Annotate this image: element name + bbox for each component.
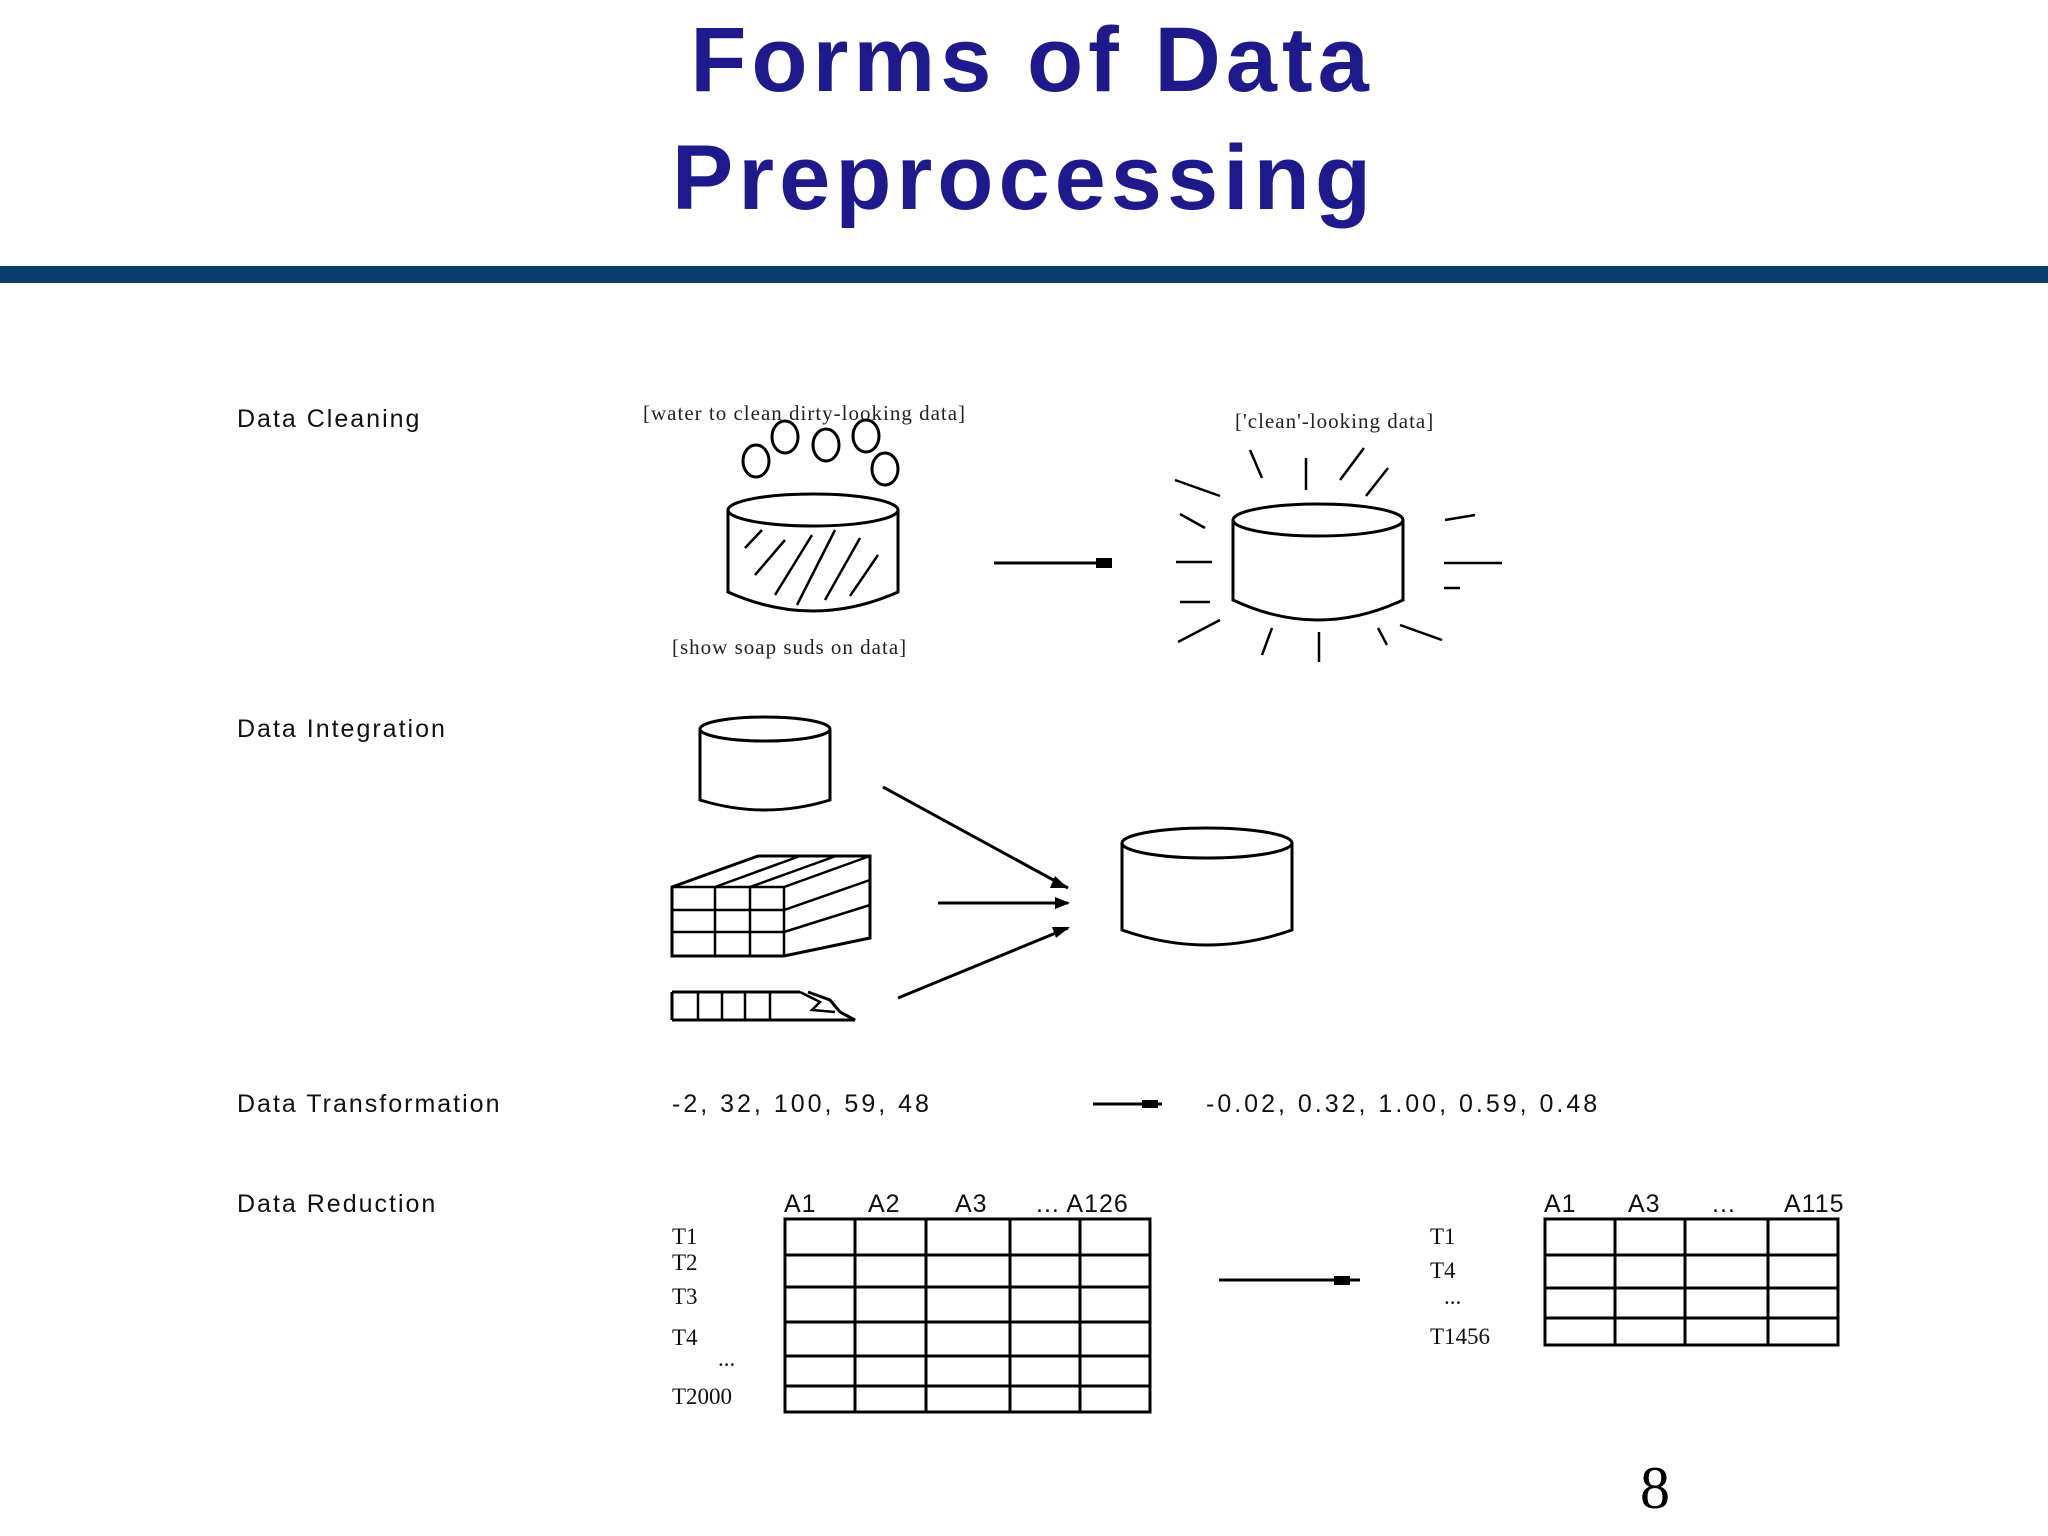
label-data-cleaning: Data Cleaning bbox=[237, 405, 422, 433]
right-table-col-a115: A115 bbox=[1784, 1190, 1845, 1218]
left-table-grid bbox=[783, 1217, 1152, 1414]
label-data-transformation: Data Transformation bbox=[237, 1090, 502, 1118]
right-table-row-label: T1 bbox=[1430, 1224, 1456, 1249]
left-table-row-label: T4 bbox=[672, 1325, 698, 1350]
integration-arrows-icon bbox=[882, 785, 1070, 1000]
caption-soap-suds: [show soap suds on data] bbox=[672, 635, 908, 659]
right-table-grid bbox=[1543, 1217, 1840, 1347]
left-table-row-label: T2000 bbox=[672, 1384, 733, 1409]
left-table-col-a2: A2 bbox=[868, 1190, 901, 1218]
target-database-icon bbox=[1120, 826, 1294, 947]
arrow-right-icon bbox=[994, 558, 1112, 568]
left-table-col-a1: A1 bbox=[784, 1190, 817, 1218]
left-table-col-a3: A3 bbox=[955, 1190, 988, 1218]
left-table-row-label: T3 bbox=[672, 1284, 698, 1309]
source-database-icon bbox=[698, 715, 832, 812]
right-table-col-a1: A1 bbox=[1544, 1190, 1577, 1218]
reduction-arrow-icon bbox=[1219, 1276, 1360, 1285]
right-table-col-dots: ... bbox=[1712, 1190, 1736, 1218]
page-number: 8 bbox=[1640, 1455, 1670, 1521]
title-divider bbox=[0, 266, 2048, 283]
transformation-input-values: -2, 32, 100, 59, 48 bbox=[672, 1090, 932, 1118]
source-data-cube-icon bbox=[670, 854, 872, 958]
right-table-row-label: T4 bbox=[1430, 1258, 1456, 1283]
left-table-col-a126: ... A126 bbox=[1036, 1190, 1129, 1218]
right-table-col-a3: A3 bbox=[1628, 1190, 1661, 1218]
clean-data-cylinder-icon bbox=[1174, 447, 1502, 662]
left-table-row-label: T2 bbox=[672, 1250, 698, 1275]
caption-water-to-clean: [water to clean dirty-looking data] bbox=[643, 401, 967, 425]
label-data-integration: Data Integration bbox=[237, 715, 447, 743]
transformation-output-values: -0.02, 0.32, 1.00, 0.59, 0.48 bbox=[1206, 1090, 1601, 1118]
left-table-row-label: ... bbox=[718, 1346, 736, 1371]
label-data-reduction: Data Reduction bbox=[237, 1190, 438, 1218]
transformation-arrow-icon bbox=[1093, 1100, 1162, 1108]
slide-title-line2: Preprocessing bbox=[671, 127, 1377, 229]
right-table-row-label: ... bbox=[1444, 1284, 1462, 1309]
source-flat-file-icon bbox=[670, 990, 856, 1022]
caption-clean-looking: ['clean'-looking data] bbox=[1235, 409, 1435, 433]
left-table-row-label: T1 bbox=[672, 1224, 698, 1249]
dirty-data-cylinder-icon bbox=[726, 418, 900, 613]
slide-title-line1: Forms of Data bbox=[690, 9, 1374, 111]
right-table-row-label: T1456 bbox=[1430, 1324, 1491, 1349]
